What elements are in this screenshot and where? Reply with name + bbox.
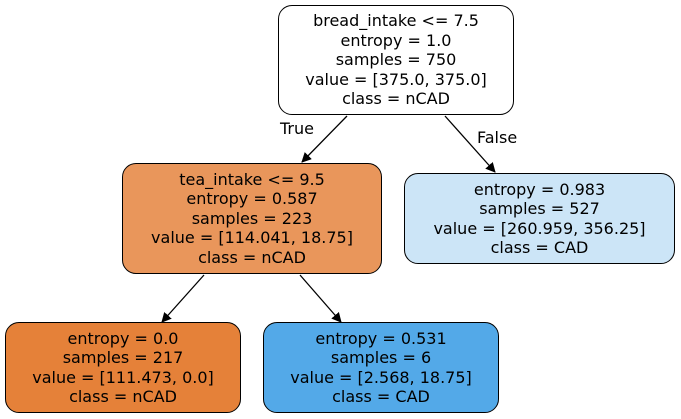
node-line: value = [260.959, 356.25]	[433, 218, 646, 238]
node-line: class = CAD	[490, 238, 589, 257]
node-line: value = [111.473, 0.0]	[32, 367, 214, 387]
node-line: samples = 527	[479, 199, 600, 218]
edge-left-leftleft	[161, 274, 205, 323]
edge-label-false: False	[477, 128, 518, 147]
edge-left-leftright	[299, 274, 342, 323]
node-line: entropy = 0.0	[67, 328, 179, 348]
node-line: samples = 223	[191, 208, 313, 228]
node-line: entropy = 0.531	[315, 328, 447, 348]
node-line: samples = 6	[330, 348, 432, 367]
node-line: samples = 217	[62, 348, 184, 367]
node-line: class = nCAD	[342, 89, 450, 109]
node-line: entropy = 0.587	[186, 189, 318, 209]
node-line: entropy = 0.983	[473, 179, 606, 199]
node-line: class = nCAD	[69, 387, 177, 406]
node-line: value = [114.041, 18.75]	[151, 228, 353, 248]
node-line: tea_intake <= 9.5	[179, 169, 325, 189]
node-line: value = [375.0, 375.0]	[305, 69, 487, 89]
edge-label-true: True	[280, 119, 314, 138]
node-line: entropy = 1.0	[340, 30, 452, 50]
node-line: samples = 750	[335, 50, 457, 70]
node-line: value = [2.568, 18.75]	[290, 367, 472, 387]
edge-root-left	[301, 115, 348, 163]
node-line: class = nCAD	[198, 247, 306, 267]
edge-root-right	[444, 115, 496, 173]
node-line: class = CAD	[332, 387, 430, 406]
node-line: bread_intake <= 7.5	[313, 11, 479, 31]
